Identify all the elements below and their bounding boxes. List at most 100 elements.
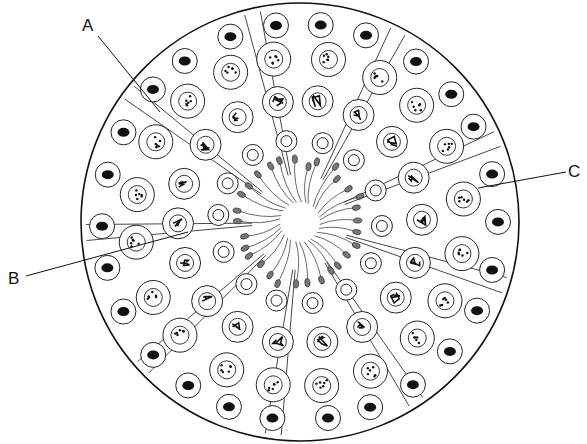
chromosome [180, 260, 189, 265]
chromosome [317, 336, 327, 346]
cell-nucleus [266, 414, 278, 423]
sperm-tail [308, 162, 317, 204]
sperm-head [244, 181, 254, 190]
chromatin-dot [268, 389, 270, 391]
chromatin-dot [412, 332, 414, 334]
germ-cells [90, 13, 511, 431]
chromatin-dot [274, 55, 276, 57]
chromosome [173, 219, 182, 226]
chromatin-dot [130, 242, 132, 244]
cell-nucleus [436, 292, 454, 310]
chromatin-dot [229, 365, 231, 367]
chromatin-dot [135, 194, 137, 196]
cell-nucleus [486, 170, 498, 179]
chromatin-dot [189, 95, 191, 97]
germ-cell [485, 209, 510, 234]
germ-cell [365, 180, 386, 201]
cell-nucleus [170, 215, 187, 232]
germ-cell [480, 257, 505, 282]
germ-cell [302, 293, 323, 314]
cell-nucleus [179, 92, 197, 110]
cell-nucleus [360, 31, 372, 40]
cell-nucleus [128, 186, 146, 204]
chromosome [312, 96, 320, 107]
sperm-head [352, 229, 361, 236]
chromatin-dot [148, 296, 150, 298]
sperm-tail [249, 186, 286, 208]
cell-nucleus [492, 217, 504, 226]
chromatin-dot [220, 369, 222, 371]
germ-cell [216, 394, 241, 419]
cell-nucleus [281, 136, 292, 147]
chromatin-dot [231, 67, 233, 69]
cell-nucleus [317, 138, 328, 149]
chromatin-dot [458, 249, 460, 251]
cell-nucleus [413, 211, 430, 228]
chromatin-dot [441, 304, 443, 306]
sperm-tail [249, 230, 282, 256]
germ-cell [111, 299, 136, 324]
germ-cell [430, 129, 464, 163]
germ-cell [371, 215, 392, 236]
germ-cell [190, 129, 221, 160]
germ-cell [171, 84, 205, 118]
cell-nucleus [117, 307, 129, 316]
part-letter: C [568, 163, 580, 180]
germ-cell [302, 86, 333, 117]
chromatin-dot [412, 105, 414, 107]
germ-cell [312, 133, 333, 154]
cell-nucleus [376, 220, 387, 231]
cell-nucleus [361, 362, 379, 380]
germ-cell [95, 255, 120, 280]
cell-nucleus [314, 333, 331, 350]
cell-nucleus [229, 109, 246, 126]
chromatin-dot [222, 371, 224, 373]
cell-nucleus [218, 246, 229, 257]
cell-nucleus [147, 85, 159, 94]
chromatin-dot [326, 58, 328, 60]
chromatin-dot [235, 71, 237, 73]
part-letter: A [82, 17, 93, 34]
chromatin-dot [319, 381, 321, 383]
germ-cell [213, 241, 234, 262]
chromosome [387, 136, 397, 146]
sperm-tail [313, 167, 335, 207]
sperm-head [256, 259, 266, 269]
chromosome [391, 293, 400, 303]
cell-nucleus [350, 106, 367, 123]
germ-cell [222, 311, 253, 342]
cell-nucleus [96, 222, 108, 231]
cell-nucleus [408, 96, 426, 114]
chromatin-dot [323, 382, 325, 384]
sperm-head [332, 174, 341, 184]
chromatin-dot [273, 383, 275, 385]
cell-nucleus [444, 347, 456, 356]
sperm-tail [314, 236, 346, 255]
chromatin-dot [136, 198, 138, 200]
chromatin-dot [277, 59, 279, 61]
cell-nucleus [197, 136, 214, 153]
sperm-tail [237, 219, 280, 223]
germ-cell [264, 13, 289, 38]
chromatin-dot [156, 144, 158, 146]
sperm-head [293, 280, 299, 289]
chromatin-dot [183, 330, 185, 332]
sperm-tail [315, 179, 337, 209]
germ-cell [172, 48, 197, 73]
chromosome [273, 337, 283, 346]
germ-cell [343, 150, 364, 171]
cell-nucleus [147, 133, 165, 151]
cell-nucleus [319, 50, 337, 68]
chromatin-dot [374, 374, 376, 376]
germ-cell [262, 87, 293, 118]
cell-nucleus [270, 21, 282, 30]
sperm-tail [245, 228, 281, 248]
chromatin-dot [419, 103, 421, 105]
cell-nucleus [269, 333, 286, 350]
germ-cell [308, 13, 333, 38]
germ-cell [210, 353, 244, 387]
chromatin-dot [448, 146, 450, 148]
chromatin-dot [381, 80, 383, 82]
germ-cell [461, 114, 486, 139]
chromatin-dot [276, 381, 278, 383]
